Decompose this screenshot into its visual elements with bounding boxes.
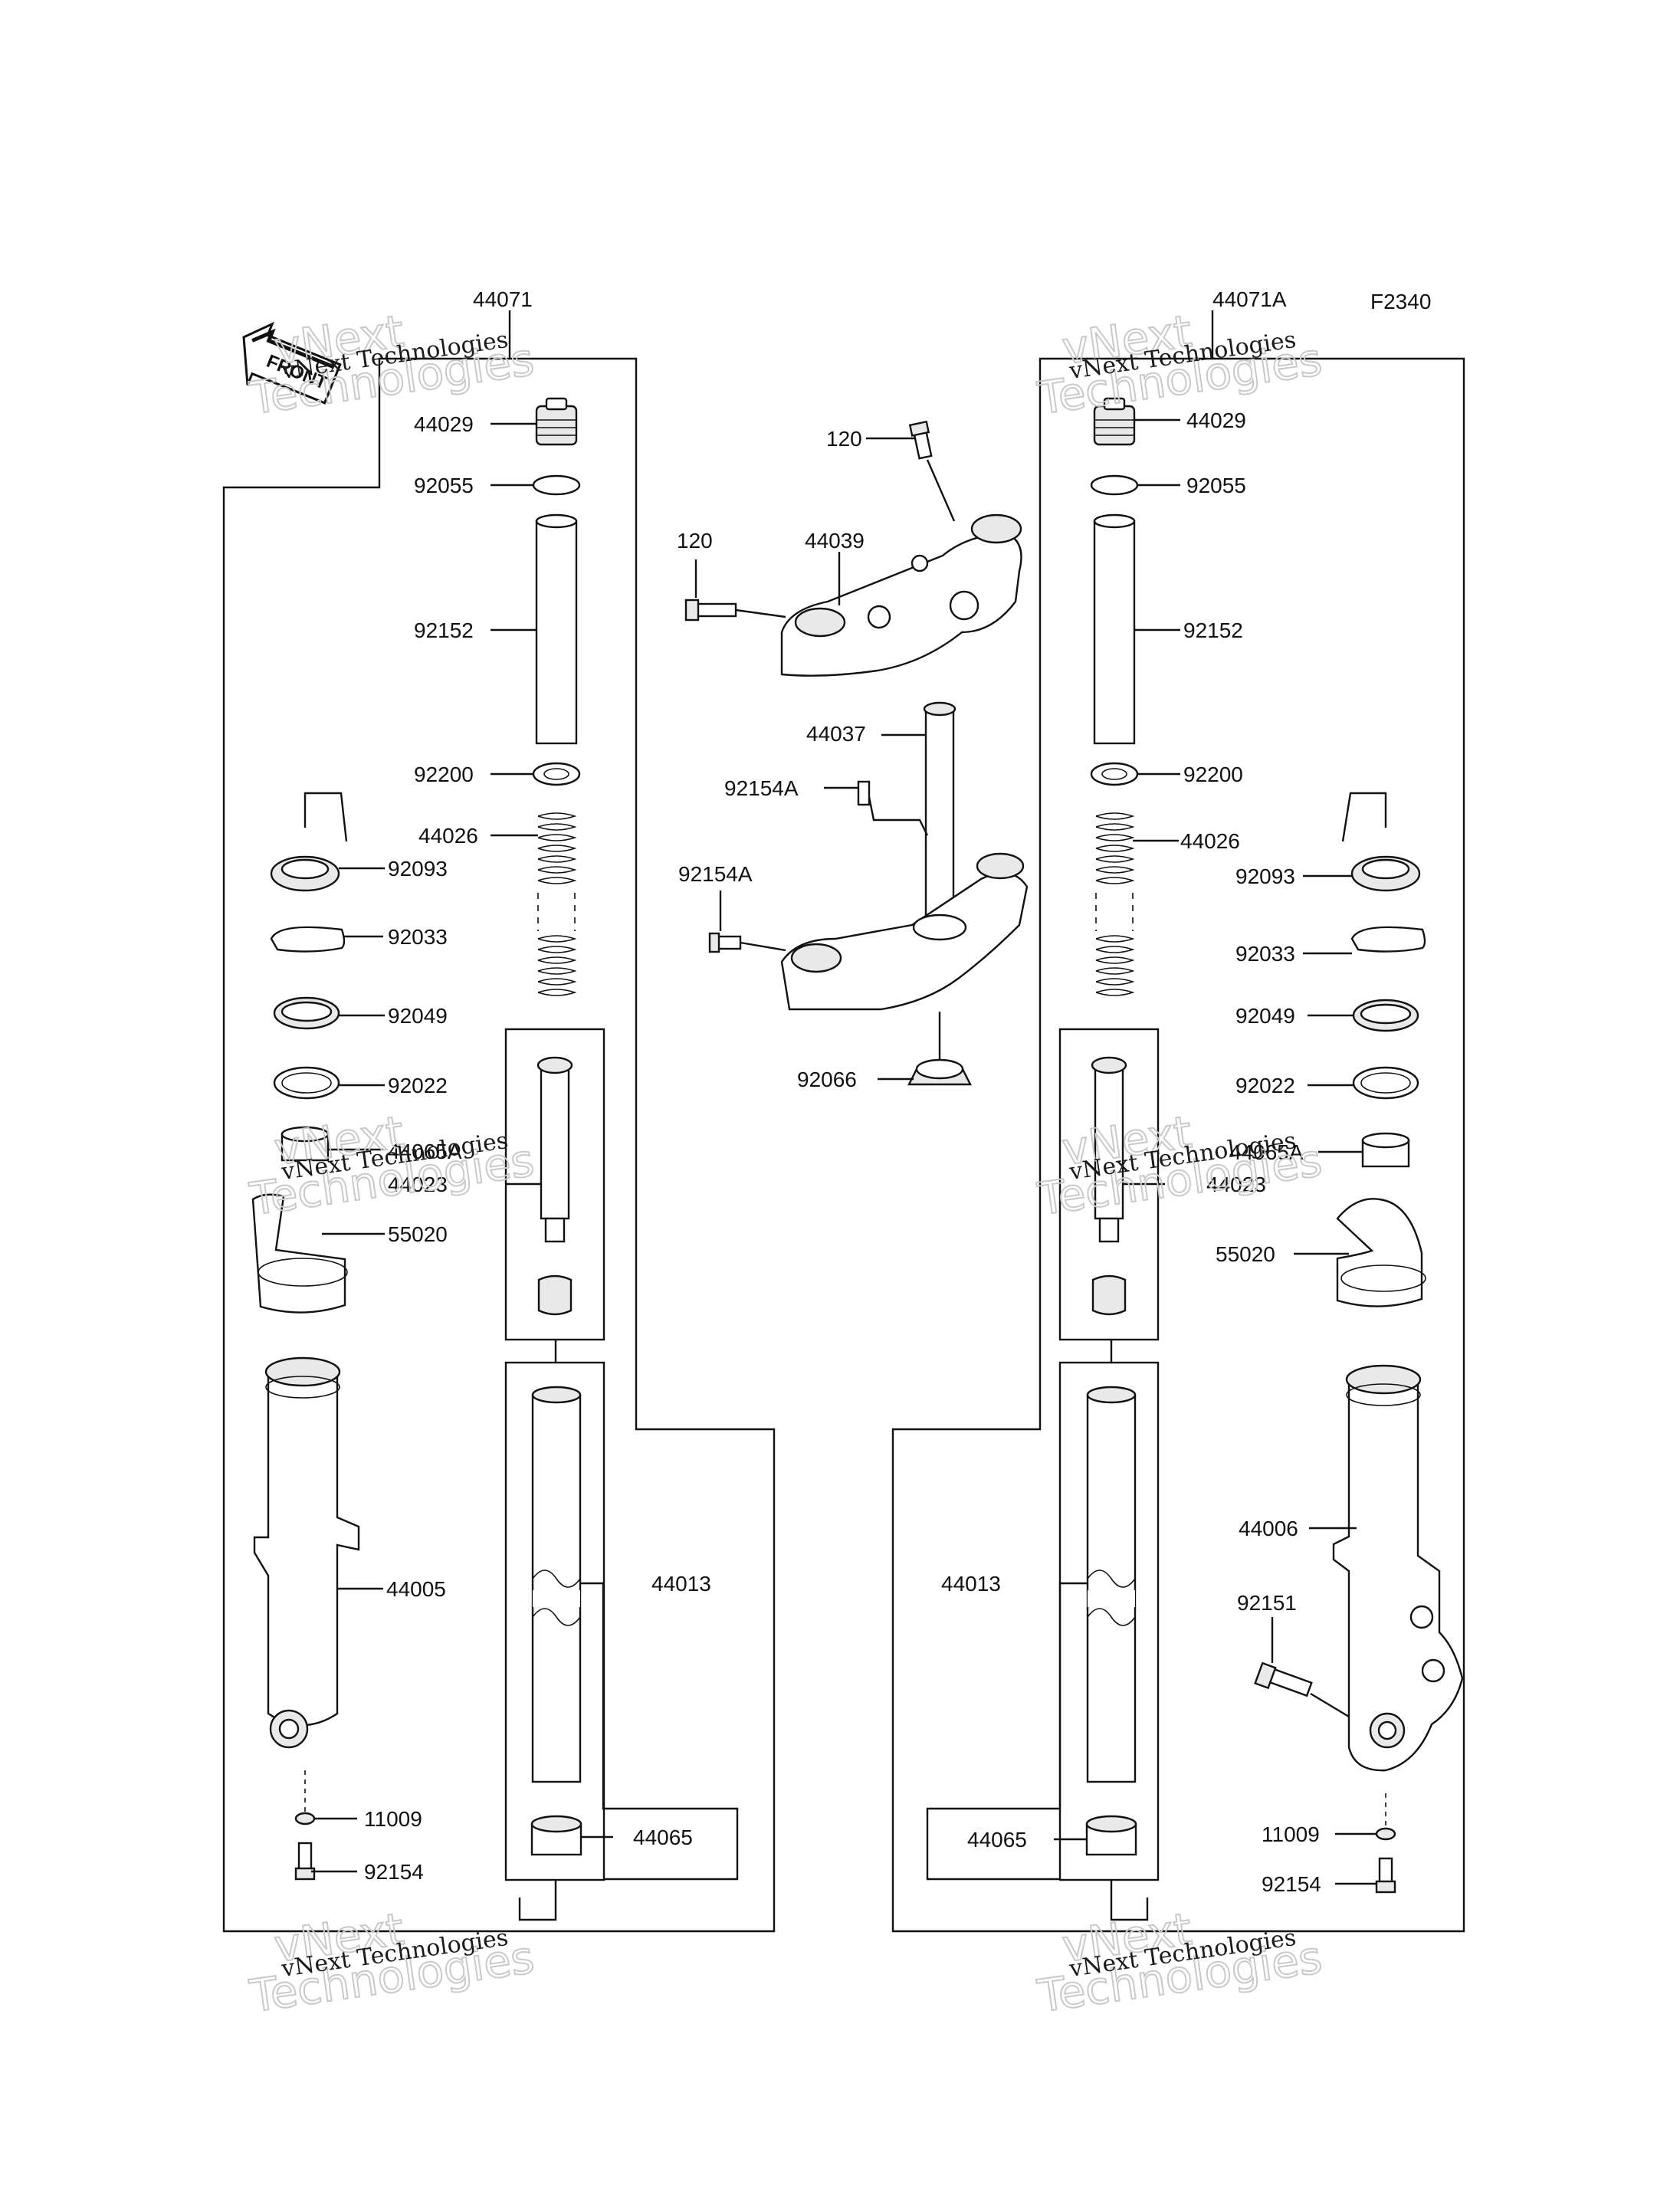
label-92200-right: 92200 [1183,763,1243,786]
part-92152-right [1093,513,1180,745]
part-44065A-right [1318,1132,1410,1168]
part-11009-left [294,1812,316,1825]
label-44071: 44071 [473,287,533,311]
part-120-upper [866,420,956,522]
label-92151-right: 92151 [1237,1591,1297,1615]
label-44023-right: 44023 [1206,1173,1266,1196]
label-92066: 92066 [797,1068,857,1091]
label-92154-left: 92154 [364,1860,424,1884]
part-labels: 44071 44029 92055 92152 92200 44026 9209… [364,287,1321,1896]
label-55020-right: 55020 [1216,1242,1275,1266]
part-44013-right [1060,1386,1137,1783]
part-92200-left [532,762,581,786]
label-92049-right: 92049 [1235,1004,1295,1028]
part-92093-left [270,792,385,892]
label-44037: 44037 [806,722,866,746]
label-92154A-b: 92154A [678,862,753,886]
part-92151-right [1254,1617,1350,1718]
label-92093-left: 92093 [388,857,448,881]
label-44026-right: 44026 [1180,829,1240,853]
part-92066-bearing [878,1012,972,1086]
label-92033-right: 92033 [1235,942,1295,966]
front-arrow-icon: FRONT [242,321,342,405]
part-92154-right [1335,1857,1396,1894]
part-92154A-center-a [824,780,929,836]
part-92154-left [294,1842,357,1881]
part-92152-left [491,513,578,745]
label-44023-left: 44023 [388,1173,448,1196]
watermark-3: vNext Technologies vNext Technologies [245,1105,537,1226]
label-92055-left: 92055 [414,474,474,497]
part-92093-right [1303,792,1421,892]
part-92154A-center-b [708,891,786,953]
label-92152-left: 92152 [414,618,474,642]
part-92055-right [1090,474,1139,496]
label-92022-left: 92022 [388,1074,448,1097]
part-11009-right [1375,1827,1396,1841]
part-92033-right [1350,926,1426,953]
watermark-5: vNext Technologies vNext Technologies [245,1902,537,2023]
watermark-6: vNext Technologies vNext Technologies [1033,1902,1325,2023]
label-11009-right: 11009 [1262,1822,1320,1846]
label-120-upper: 120 [826,427,862,451]
label-92055-right: 92055 [1186,474,1246,497]
left-assembly-outline [222,310,776,1933]
label-92154A-a: 92154A [724,776,799,800]
label-92049-left: 92049 [388,1004,448,1028]
label-44071A: 44071A [1212,287,1287,311]
label-92154-right: 92154 [1262,1872,1321,1896]
label-55020-left: 55020 [388,1222,448,1246]
label-44065-left: 44065 [633,1825,693,1849]
part-92022-right [1352,1066,1419,1100]
part-44005-left [253,1356,383,1749]
part-44029-left [491,397,578,446]
label-44026-left: 44026 [418,824,478,848]
label-120-side: 120 [677,529,713,553]
watermark-4: vNext Technologies vNext Technologies [1033,1105,1325,1226]
label-92033-left: 92033 [388,925,448,949]
label-44013-right: 44013 [941,1572,1001,1596]
part-92022-left [273,1066,340,1100]
part-44023-left [506,1056,573,1316]
label-92200-left: 92200 [414,763,474,786]
part-44006-right [1309,1364,1464,1772]
label-92152-right: 92152 [1183,618,1243,642]
label-92022-right: 92022 [1235,1074,1295,1097]
part-44065-left [530,1815,613,1856]
part-44029-right [1093,397,1180,446]
part-44023-right [1091,1056,1165,1316]
diagram-code: F2340 [1370,290,1431,313]
part-44065-right [1054,1815,1137,1856]
part-44039-upper-bracket [780,513,1022,677]
part-44065A-left [281,1126,383,1162]
part-44026-right [1095,812,1179,996]
part-44037-stem [780,701,1029,1011]
label-44013-left: 44013 [651,1572,711,1596]
label-44006-right: 44006 [1239,1517,1298,1540]
label-44065A-right: 44065A [1229,1140,1304,1164]
part-92033-left [270,926,346,953]
part-92200-right [1090,762,1139,786]
watermark-group: vNext Technologies vNext Technologies vN… [245,304,1325,2023]
label-44039: 44039 [805,529,865,553]
right-assembly-outline [891,310,1465,1933]
part-120-side [684,559,786,622]
part-55020-left [251,1193,385,1314]
label-44029-left: 44029 [414,412,474,436]
label-44065A-left: 44065A [388,1140,462,1163]
part-55020-right [1294,1198,1426,1307]
part-92055-left [532,474,581,496]
label-11009-left: 11009 [364,1807,422,1831]
part-44013-left [531,1386,603,1783]
part-44026-left [491,812,577,996]
label-44065-right: 44065 [967,1828,1027,1852]
label-44029-right: 44029 [1186,408,1246,432]
label-44005-left: 44005 [386,1577,446,1601]
label-92093-right: 92093 [1235,864,1295,888]
